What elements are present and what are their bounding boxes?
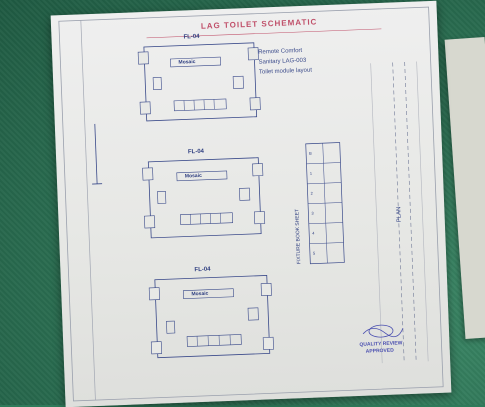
fixture-table xyxy=(306,143,345,264)
approval-stamp xyxy=(363,324,403,338)
plan-3-panel-text: Mosaic xyxy=(191,291,208,298)
table-cell: 5 xyxy=(313,251,315,256)
plan-2-label: FL-04 xyxy=(188,149,204,156)
drawing-notes: Remote Comfort Sanitary LAG-003 Toilet m… xyxy=(258,46,312,78)
table-cell: 2 xyxy=(311,191,313,196)
plan-1-label: FL-04 xyxy=(183,34,199,41)
left-margin-line xyxy=(81,20,96,400)
table-cell: 4 xyxy=(312,231,314,236)
toilet-plan-1 xyxy=(138,43,261,122)
plan-2-panel-text: Mosaic xyxy=(185,173,202,180)
plan-1-panel-text: Mosaic xyxy=(178,59,195,66)
table-cell: 1 xyxy=(310,171,312,176)
table-cell: B xyxy=(309,151,312,156)
plan-3-label: FL-04 xyxy=(194,267,210,274)
north-arrow xyxy=(95,124,97,184)
note-line: Toilet module layout xyxy=(259,66,312,78)
stamp-text-line-2: APPROVED xyxy=(366,348,394,355)
toilet-plan-2 xyxy=(142,158,265,239)
table-cell: 3 xyxy=(311,211,313,216)
side-plan-text: PLAN xyxy=(396,207,403,223)
toilet-plan-3 xyxy=(149,275,274,358)
drawing-sheet: LAG TOILET SCHEMATIC Remote Comfort Sani… xyxy=(51,1,452,407)
